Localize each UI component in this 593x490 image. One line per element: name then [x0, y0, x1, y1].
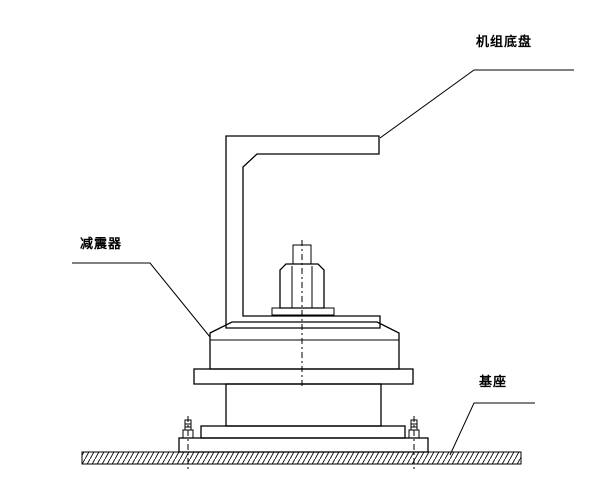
leader-line-isolator [72, 262, 211, 338]
leader-line-foundation [449, 402, 535, 456]
label-foundation: 基座 [479, 375, 508, 390]
label-isolator: 减震器 [80, 237, 123, 252]
isolator-middle-plate [193, 368, 414, 385]
unit-base-pan [225, 135, 381, 329]
isolator-base-plate [200, 425, 406, 439]
washer [271, 307, 335, 316]
isolator-body [225, 383, 382, 427]
leader-line-unit-base-pan [379, 69, 574, 139]
foundation-slab [81, 451, 522, 465]
isolator-top-housing [209, 321, 400, 370]
hex-nut [279, 263, 325, 309]
label-unit-base-pan: 机组底盘 [476, 35, 533, 50]
mounting-flange [178, 437, 429, 453]
